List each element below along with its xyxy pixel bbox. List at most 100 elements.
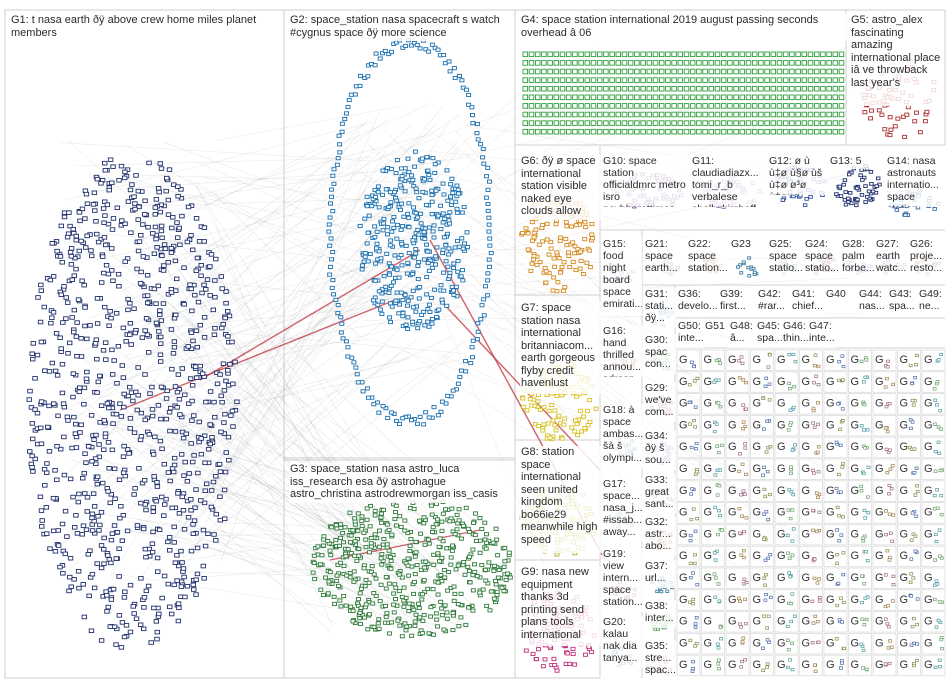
tile-label: G [875, 550, 884, 562]
tile-label: G [802, 594, 811, 606]
tile-label: G [826, 354, 835, 366]
tile-label: G [753, 550, 762, 562]
tile-label: G [900, 463, 909, 475]
tile-label: G [826, 616, 835, 628]
tile-label: G [728, 572, 737, 584]
tile-label: G [924, 594, 933, 606]
tile-label: G [728, 354, 737, 366]
tile-label: G [875, 398, 884, 410]
tile-label: G [679, 616, 688, 628]
group-label-g29: G29: we've com... [644, 382, 676, 422]
group-label-g8: G8: station space international seen uni… [520, 446, 602, 553]
group-label-g47: G47: inte... [808, 320, 836, 348]
group-label-g26: G26: proje... resto... [909, 238, 946, 278]
group-label-g27: G27: earth watc... [875, 238, 909, 278]
tile-label: G [826, 659, 835, 671]
group-label-g38: G38: inter... [644, 600, 676, 628]
tile-label: G [875, 441, 884, 453]
tile-label: G [802, 528, 811, 540]
tile-label: G [679, 637, 688, 649]
tile-label: G [900, 594, 909, 606]
tile-label: G [777, 354, 786, 366]
tile-label: G [753, 376, 762, 388]
tile-label: G [679, 441, 688, 453]
tile-label: G [704, 398, 713, 410]
tile-label: G [900, 637, 909, 649]
group-label-g48: G48: â... [729, 320, 757, 348]
tile-label: G [826, 637, 835, 649]
tile-label: G [900, 376, 909, 388]
tile-label: G [826, 463, 835, 475]
tile-label: G [753, 485, 762, 497]
tile-label: G [753, 463, 762, 475]
group-label-g21: G21: space earth... [644, 238, 686, 278]
tile-label: G [924, 354, 933, 366]
tile-label: G [728, 637, 737, 649]
tile-label: G [851, 659, 860, 671]
group-label-g28: G28: palm forbe... [841, 238, 875, 278]
tile-label: G [826, 507, 835, 519]
group-label-g44: G44: nas... [858, 288, 888, 316]
tile-label: G [777, 594, 786, 606]
tile-label: G [728, 659, 737, 671]
group-label-g13: G13: 5 [829, 155, 886, 169]
group-label-g49: G49: ne... [918, 288, 948, 316]
group-label-g3: G3: space_station nasa astro_luca iss_re… [289, 463, 513, 503]
tile-label: G [826, 594, 835, 606]
tile-label: G [900, 550, 909, 562]
tile-label: G [802, 572, 811, 584]
tile-label: G [728, 419, 737, 431]
tile-label: G [728, 594, 737, 606]
tile-label: G [875, 376, 884, 388]
group-label-g50: G50: inte... [677, 320, 705, 348]
tile-label: G [924, 637, 933, 649]
tile-label: G [900, 572, 909, 584]
group-label-g12: G12: ø ù ù‡ø ù§ø ùš ù‡ø ø³ø ù‡øµø [768, 155, 830, 195]
tile-label: G [704, 616, 713, 628]
tile-label: G [777, 376, 786, 388]
group-label-g2: G2: space_station nasa spacecraft s watc… [289, 14, 513, 41]
tile-label: G [802, 485, 811, 497]
tile-label: G [679, 528, 688, 540]
tile-label: G [924, 376, 933, 388]
tile-label: G [704, 485, 713, 497]
tile-label: G [753, 441, 762, 453]
tile-label: G [924, 507, 933, 519]
tile-label: G [704, 594, 713, 606]
group-label-g7: G7: space station nasa international bri… [520, 302, 602, 394]
tile-label: G [728, 528, 737, 540]
tile-label: G [851, 463, 860, 475]
tile-label: G [753, 659, 762, 671]
tile-label: G [777, 485, 786, 497]
group-label-g46: G46: thin... [782, 320, 810, 348]
group-label-g32: G32: astr... abo... [644, 516, 676, 556]
tile-label: G [924, 441, 933, 453]
tile-label: G [728, 376, 737, 388]
tile-label: G [679, 354, 688, 366]
tile-label: G [679, 594, 688, 606]
tile-label: G [900, 616, 909, 628]
group-label-g10: G10: space station officialdmrc metro is… [602, 155, 690, 207]
group-label-g25: G25: space statio... [768, 238, 804, 278]
cluster-g1 [26, 157, 240, 650]
tile-label: G [704, 550, 713, 562]
tile-label: G [900, 419, 909, 431]
tile-label: G [777, 441, 786, 453]
tile-label: G [851, 616, 860, 628]
group-label-g20: G20: kalau nak dia tanya... [602, 616, 644, 668]
tile-label: G [802, 507, 811, 519]
group-label-g18: G18: à space ambas... šà š olympi... [602, 404, 644, 468]
tile-label: G [777, 398, 786, 410]
tile-label: G [826, 550, 835, 562]
group-label-g43: G43: spa... [888, 288, 918, 316]
tile-label: G [875, 485, 884, 497]
group-label-g15: G15: food night board space emirati... [602, 238, 642, 316]
tile-label: G [704, 528, 713, 540]
tile-label: G [875, 419, 884, 431]
cluster-g2-core [357, 149, 470, 331]
group-label-g33: G33: great sant... [644, 474, 676, 514]
tile-label: G [924, 550, 933, 562]
tile-label: G [802, 398, 811, 410]
group-label-g4: G4: space station international 2019 aug… [520, 14, 848, 41]
